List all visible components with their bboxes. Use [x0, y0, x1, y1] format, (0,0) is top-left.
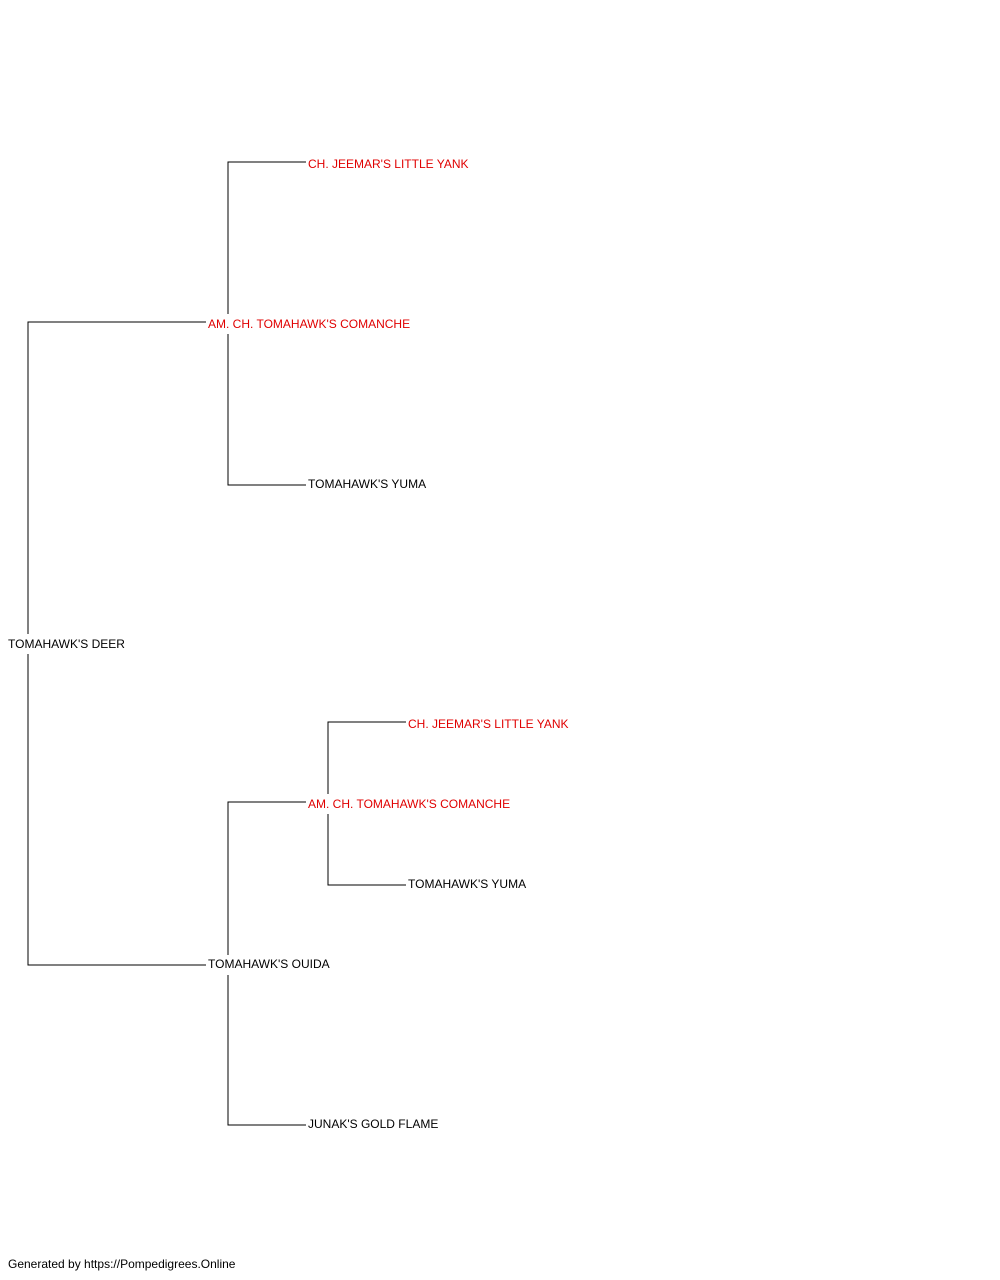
dog-name-dam-sire: AM. CH. TOMAHAWK'S COMANCHE: [308, 797, 510, 811]
dog-name-sire-dam: TOMAHAWK'S YUMA: [308, 477, 426, 491]
dog-name-dam: TOMAHAWK'S OUIDA: [208, 957, 330, 971]
dog-name-dam-sire-dam: TOMAHAWK'S YUMA: [408, 877, 526, 891]
generated-by-footer: Generated by https://Pompedigrees.Online: [8, 1257, 236, 1271]
connector-dam-sire-sire: [327, 721, 406, 794]
dog-name-sire-sire: CH. JEEMAR'S LITTLE YANK: [308, 157, 469, 171]
connector-dam-dam: [227, 975, 306, 1126]
connector-root-sire: [27, 321, 206, 634]
connector-sire-dam: [227, 334, 306, 486]
pedigree-tree: TOMAHAWK'S DEER AM. CH. TOMAHAWK'S COMAN…: [8, 157, 569, 1131]
dog-name-dam-dam: JUNAK'S GOLD FLAME: [308, 1117, 438, 1131]
connector-root-dam: [27, 654, 206, 966]
connector-sire-sire: [227, 161, 306, 314]
dog-name-root: TOMAHAWK'S DEER: [8, 637, 125, 651]
dog-name-dam-sire-sire: CH. JEEMAR'S LITTLE YANK: [408, 717, 569, 731]
dog-name-sire: AM. CH. TOMAHAWK'S COMANCHE: [208, 317, 410, 331]
connector-dam-sire: [227, 801, 306, 955]
connector-dam-sire-dam: [327, 814, 406, 886]
